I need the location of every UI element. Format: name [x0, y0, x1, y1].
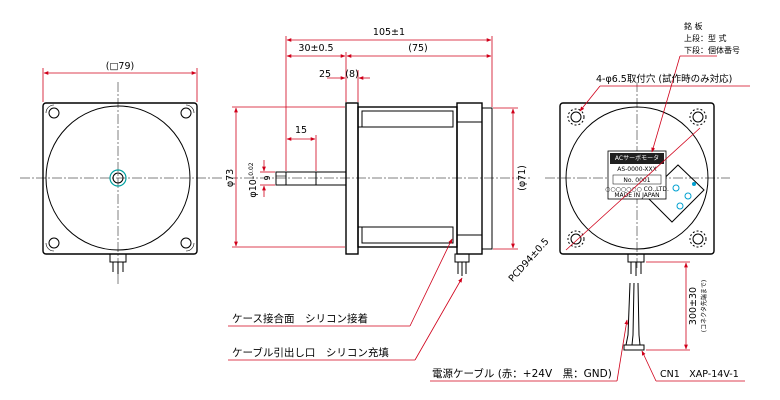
note-connector: CN1 XAP-14V-1	[660, 369, 739, 380]
dim-overall-length: 105±1	[373, 27, 405, 38]
front-mount-holes	[45, 104, 195, 252]
note-power-cable: 電源ケーブル (赤：+24V 黒：GND)	[432, 367, 612, 380]
rear-cable	[623, 253, 645, 351]
dim-square-width: (□79)	[106, 61, 134, 72]
dim-shaft-diameter: φ10-0.02	[248, 162, 259, 197]
dim-flat-depth: 9	[263, 175, 272, 180]
side-view: 105±1 30±0.5 (75) 25 (8) 15 φ73 φ10-0.02…	[225, 27, 530, 276]
side-cable	[454, 253, 470, 276]
label-serial: No. 0001	[623, 177, 650, 184]
front-shaft	[112, 172, 124, 184]
dim-body-diameter: φ73	[225, 169, 236, 187]
dim-pcd: PCD94±0.5	[507, 236, 552, 284]
front-cable-stub	[109, 253, 127, 274]
side-flange	[345, 102, 359, 255]
dim-flange-to-end: 30±0.5	[298, 43, 333, 54]
front-body-circle	[45, 105, 191, 251]
note-case-joint: ケース接合面 シリコン接着	[232, 312, 368, 325]
label-line2: AS-0000-XXX	[617, 166, 657, 173]
dim-cable-length: 300±30	[688, 287, 699, 325]
note-mounting-holes: 4-φ6.5取付穴 (試作時のみ対応)	[596, 73, 732, 85]
annotations: 銘 板 上段：型 式 下段：個体番号 4-φ6.5取付穴 (試作時のみ対応) ケ…	[228, 21, 750, 382]
nameplate-label: ACサーボモータ AS-0000-XXX No. 0001 ○○○○○○○ CO…	[605, 150, 669, 200]
dim-body-length: (75)	[408, 43, 428, 54]
dim-shaft-step: 25	[319, 69, 331, 80]
encoder-cover	[645, 164, 705, 223]
side-body	[357, 102, 493, 255]
label-maker2: MADE IN JAPAN	[614, 192, 659, 199]
note-nameplate-lower: 下段：個体番号	[684, 45, 740, 55]
rear-view: ACサーボモータ AS-0000-XXX No. 0001 ○○○○○○○ CO…	[507, 82, 730, 351]
dim-cable-length-note: (コネクタ先端まで)	[700, 280, 708, 332]
note-nameplate-upper: 上段：型 式	[684, 33, 727, 43]
label-line1: ACサーボモータ	[615, 154, 659, 162]
dim-rear-diameter: (φ71)	[517, 165, 528, 191]
side-shaft	[275, 171, 347, 186]
front-view: (□79)	[20, 61, 222, 285]
dim-flange-thickness: (8)	[345, 69, 358, 80]
connector-body	[623, 344, 645, 351]
front-flange-square	[42, 102, 198, 255]
rear-mount-holes	[567, 108, 707, 248]
dim-key-length: 15	[295, 125, 307, 136]
note-cable-exit: ケーブル引出し口 シリコン充填	[232, 346, 389, 359]
note-nameplate: 銘 板	[684, 21, 703, 31]
front-shaft-boss	[109, 169, 127, 187]
label-maker1: ○○○○○○○ CO.,LTD.	[605, 186, 669, 193]
rear-body-circle	[565, 106, 709, 250]
